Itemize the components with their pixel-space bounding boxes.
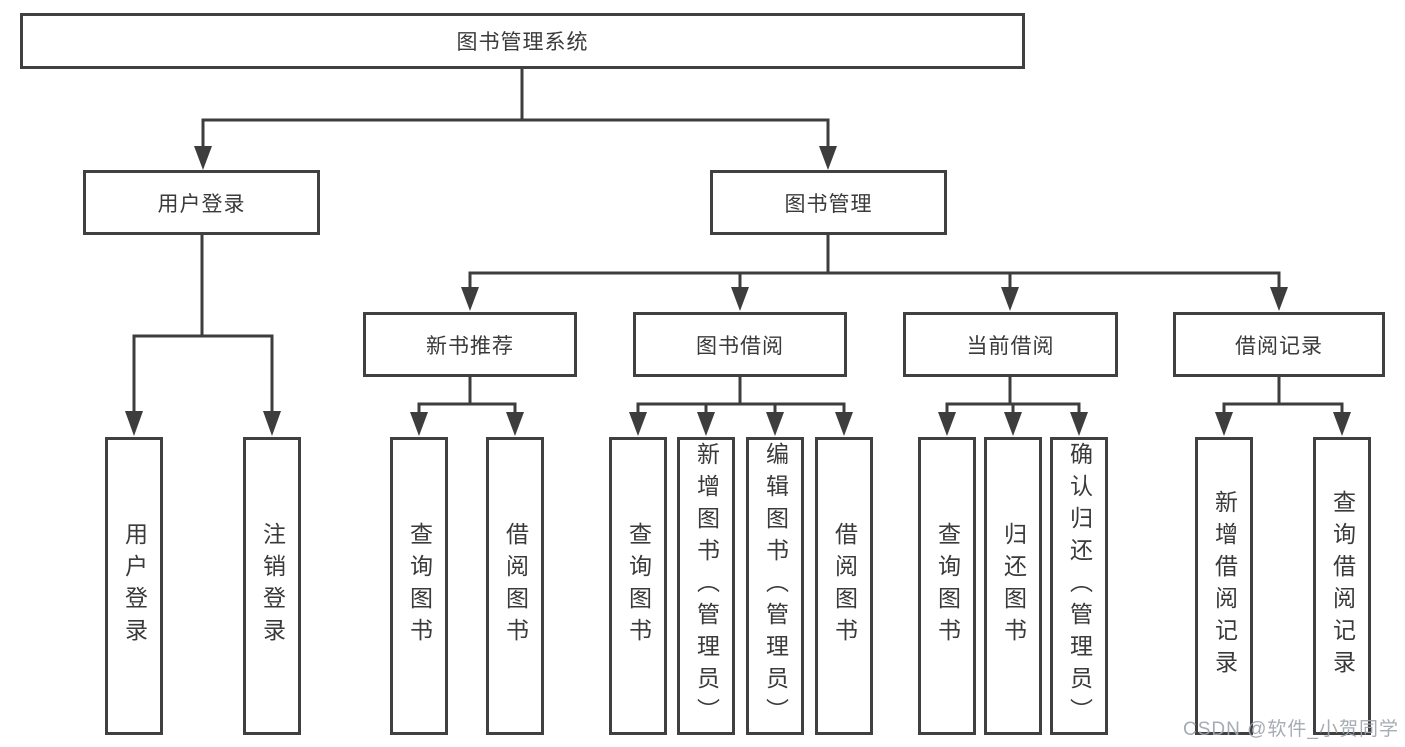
- node-label: 新增图书（管理员）: [693, 442, 720, 730]
- node-label: 编辑图书（管理员）: [762, 442, 789, 730]
- node-leaf-query-borrow-record: 查询借阅记录: [1313, 437, 1371, 735]
- node-leaf-add-borrow-record: 新增借阅记录: [1195, 437, 1253, 735]
- node-current-borrowing: 当前借阅: [903, 312, 1118, 377]
- node-leaf-return-books: 归还图书: [984, 437, 1042, 735]
- node-label: 图书管理系统: [456, 31, 589, 54]
- node-leaf-logout: 注销登录: [243, 437, 301, 735]
- node-label: 确认归还（管理员）: [1066, 442, 1093, 730]
- node-leaf-query-books-borrowing: 查询图书: [609, 437, 667, 735]
- node-leaf-borrow-books-recommend: 借阅图书: [486, 437, 544, 735]
- node-label: 查询图书: [406, 522, 433, 650]
- node-library-management-system: 图书管理系统: [20, 13, 1025, 69]
- node-leaf-query-books-recommend: 查询图书: [390, 437, 448, 735]
- csdn-watermark: CSDN @软件_小贺同学: [1183, 719, 1399, 740]
- node-leaf-query-books-current: 查询图书: [918, 437, 976, 735]
- node-label: 图书管理: [784, 192, 873, 216]
- node-book-management: 图书管理: [710, 170, 947, 235]
- node-label: 新增借阅记录: [1211, 490, 1238, 682]
- node-user-login: 用户登录: [83, 170, 320, 235]
- node-label: 查询借阅记录: [1329, 490, 1356, 682]
- node-label: 当前借阅: [966, 334, 1055, 358]
- node-label: 用户登录: [121, 522, 148, 650]
- connector-strokes: [132, 67, 1344, 415]
- node-label: 注销登录: [259, 522, 286, 650]
- node-label: 查询图书: [625, 522, 652, 650]
- node-borrowing-records: 借阅记录: [1173, 312, 1385, 377]
- node-book-borrowing: 图书借阅: [633, 312, 847, 377]
- node-leaf-confirm-return-admin: 确认归还（管理员）: [1050, 437, 1108, 735]
- node-label: 借阅记录: [1235, 334, 1323, 358]
- node-new-book-recommendation: 新书推荐: [363, 312, 577, 377]
- node-label: 借阅图书: [502, 522, 529, 650]
- node-label: 新书推荐: [426, 334, 514, 358]
- node-label: 查询图书: [934, 522, 961, 650]
- node-leaf-add-books-admin: 新增图书（管理员）: [677, 437, 735, 735]
- node-label: 图书借阅: [696, 334, 784, 358]
- node-leaf-borrow-books: 借阅图书: [815, 437, 873, 735]
- node-label: 用户登录: [157, 192, 246, 216]
- node-label: 借阅图书: [831, 522, 858, 650]
- node-label: 归还图书: [1000, 522, 1027, 650]
- connector-arrowheads: [125, 146, 1351, 436]
- node-leaf-edit-books-admin: 编辑图书（管理员）: [746, 437, 804, 735]
- node-leaf-user-login: 用户登录: [105, 437, 163, 735]
